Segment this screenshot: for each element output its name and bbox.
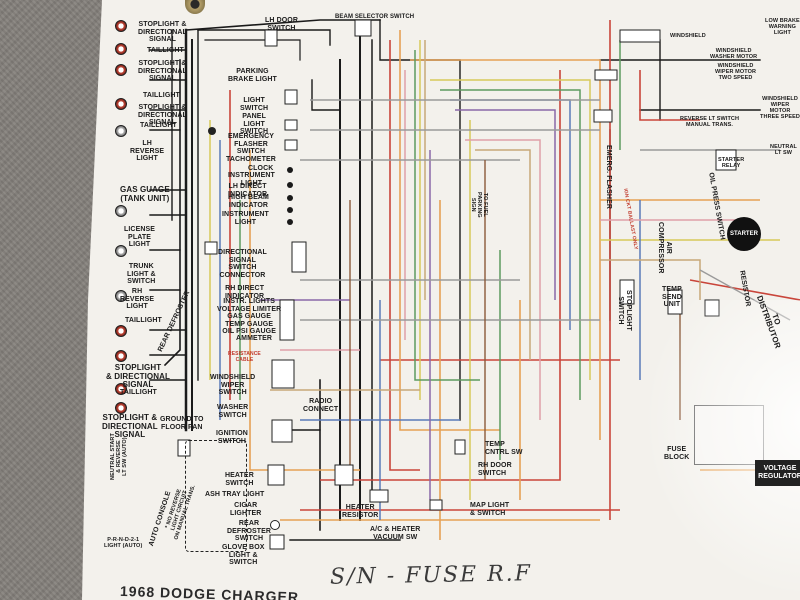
label-wiper-motor-two: WINDSHIELD WIPER MOTOR TWO SPEED: [715, 63, 757, 81]
ground-terminal: [270, 520, 280, 530]
label-taillight: TAILLIGHT: [143, 92, 180, 99]
auto-console-box: [185, 440, 247, 552]
label-washer-switch: WASHER SWITCH: [217, 404, 249, 419]
label-prnd: P-R-N-D-2-1 LIGHT (AUTO): [104, 537, 143, 549]
label-taillight: TAILLIGHT: [125, 317, 162, 324]
label-panel-light: PANEL LIGHT SWITCH: [240, 113, 269, 135]
label-starter-relay: STARTER RELAY: [718, 157, 745, 169]
label-tachometer: TACHOMETER: [226, 156, 276, 163]
fuse-block-box: [694, 405, 764, 465]
label-temp-send: TEMP SEND UNIT: [662, 286, 682, 308]
label-low-brake: LOW BRAKE WARNING LIGHT: [765, 18, 800, 36]
stoplight-lamp: [115, 20, 127, 32]
taillight-lamp: [115, 325, 127, 337]
label-reverse-lt: REVERSE LT SWITCH MANUAL TRANS.: [680, 116, 740, 128]
taillight-lamp: [115, 43, 127, 55]
label-stoplight-switch: STOPLIGHT SWITCH: [617, 290, 633, 331]
label-windshield-top: WINDSHIELD: [670, 33, 706, 39]
label-lh-direct: LH DIRECT INDICATOR: [228, 183, 268, 198]
label-ash-tray: ASH TRAY LIGHT: [205, 491, 265, 498]
label-parking-brake: PARKING BRAKE LIGHT: [228, 68, 277, 83]
label-lh-door-switch: LH DOOR SWITCH: [265, 17, 298, 32]
label-wiper-motor-three: WINDSHIELD WIPER MOTOR THREE SPEED: [760, 96, 800, 120]
label-radio-connect: RADIO CONNECT: [303, 398, 339, 413]
label-lh-reverse: LH REVERSE LIGHT: [130, 140, 165, 162]
label-gas-gauge: GAS GUAGE (TANK UNIT): [120, 185, 170, 203]
label-instr-lights: INSTR. LIGHTS VOLTAGE LIMITER GAS GAUGE …: [217, 298, 282, 335]
label-air-compressor: AIR COMPRESSOR: [657, 222, 673, 274]
label-rear-defroster-switch: REAR DEFROSTER SWITCH: [227, 520, 272, 542]
label-taillight: TAILLIGHT: [140, 122, 177, 129]
label-starter: STARTER: [730, 231, 758, 237]
handwritten-note: S/N - FUSE R.F: [329, 561, 533, 590]
label-heater-switch: HEATER SWITCH: [225, 472, 254, 487]
label-neutral-start: NEUTRAL START & REVERSE LT SW (AUTO): [110, 433, 128, 480]
label-trunk-light: TRUNK LIGHT & SWITCH: [127, 263, 156, 285]
wiring-diagram-poster: [82, 0, 800, 600]
label-light-switch: LIGHT SWITCH: [240, 97, 269, 112]
label-voltage-regulator: VOLTAGE REGULATOR: [758, 465, 800, 480]
wiring-lines: [149, 19, 800, 550]
label-stoplight-top: STOPLIGHT & DIRECTIONAL SIGNAL: [138, 21, 187, 43]
label-ac-heater-vacuum: A/C & HEATER VACUUM SW: [370, 526, 421, 541]
label-emergency-flasher: EMERGENCY FLASHER SWITCH: [228, 133, 275, 155]
label-neutral-lt: NEUTRAL LT SW: [770, 144, 797, 156]
taillight-lamp: [115, 98, 127, 110]
label-stoplight: STOPLIGHT & DIRECTIONAL SIGNAL: [138, 104, 187, 126]
label-ignition-switch: IGNITION SWITCH: [216, 430, 248, 445]
label-license-plate: LICENSE PLATE LIGHT: [124, 226, 156, 248]
label-to-fuel-parking: TO FUEL PARKING SIGN: [470, 192, 488, 218]
starter-circle: STARTER: [727, 217, 761, 251]
label-beam-selector: BEAM SELECTOR SWITCH: [335, 14, 415, 20]
label-map-light: MAP LIGHT & SWITCH: [470, 502, 510, 517]
stoplight-lamp: [115, 402, 127, 414]
label-directional-signal: DIRECTIONAL SIGNAL SWITCH CONNECTOR: [218, 249, 267, 279]
label-cigar-lighter: CIGAR LIGHTER: [230, 502, 262, 517]
voltage-regulator-box: VOLTAGE REGULATOR: [755, 460, 800, 486]
label-stoplight: STOPLIGHT & DIRECTIONAL SIGNAL: [138, 60, 187, 82]
label-ammeter: AMMETER: [236, 335, 273, 342]
license-lamp: [115, 205, 127, 217]
label-windshield-washer: WINDSHIELD WASHER MOTOR: [710, 48, 758, 60]
label-emerg-flasher: EMERG. FLASHER: [605, 145, 612, 210]
label-rh-door: RH DOOR SWITCH: [478, 462, 512, 477]
stoplight-lamp: [115, 350, 127, 362]
label-resistance-cable: RESISTANCE CABLE: [228, 351, 261, 363]
label-clock: CLOCK: [248, 165, 274, 172]
label-rh-reverse: RH REVERSE LIGHT: [120, 288, 155, 310]
label-high-beam: HIGH BEAM INDICATOR: [228, 194, 269, 209]
label-heater-resistor: HEATER RESISTOR: [342, 504, 379, 519]
reverse-lamp: [115, 290, 127, 302]
stoplight-lamp: [115, 64, 127, 76]
label-taillight: TAILLIGHT: [120, 389, 157, 396]
trunk-lamp: [115, 245, 127, 257]
label-glove-box: GLOVE BOX LIGHT & SWITCH: [222, 544, 265, 566]
label-rh-direct: RH DIRECT INDICATOR: [225, 285, 265, 300]
label-instrument-light: INSTRUMENT LIGHT: [228, 172, 275, 187]
label-fuse-block: FUSE BLOCK: [664, 446, 690, 461]
label-stoplight: STOPLIGHT & DIRECTIONAL SIGNAL: [106, 363, 170, 389]
label-stoplight: STOPLIGHT & DIRECTIONAL SIGNAL: [102, 413, 158, 439]
label-taillight: TAILLIGHT: [147, 47, 184, 54]
reverse-lamp: [115, 125, 127, 137]
junction-dot: [208, 127, 216, 135]
label-temp-cntrl: TEMP CNTRL SW: [485, 441, 523, 456]
label-windshield-wiper: WINDSHIELD WIPER SWITCH: [210, 374, 256, 396]
poster-grommet: [185, 0, 205, 14]
taillight-lamp: [115, 383, 127, 395]
label-instrument-light-2: INSTRUMENT LIGHT: [222, 211, 269, 226]
label-ground-floor: GROUND TO FLOOR PAN: [160, 416, 204, 431]
